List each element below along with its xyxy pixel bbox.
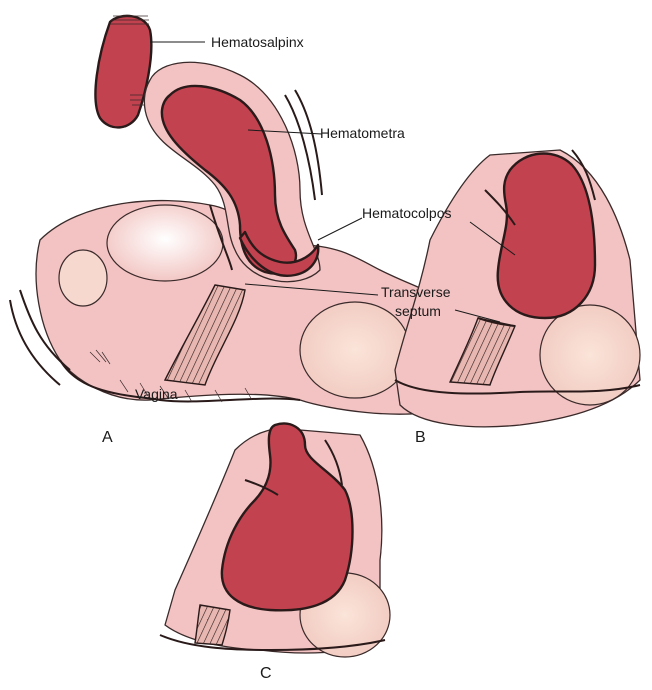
label-vagina: Vagina — [135, 386, 178, 402]
panel-label-a: A — [102, 429, 113, 446]
label-hematocolpos: Hematocolpos — [362, 205, 452, 221]
panel-a-bladder — [107, 205, 223, 281]
panel-c — [160, 424, 390, 657]
panel-b-hematocolpos — [498, 154, 595, 318]
leader-hematocolpos-a — [318, 218, 362, 240]
panel-a-pubic-bone — [59, 250, 107, 306]
label-transverse-septum-line1: Transverse — [381, 284, 451, 300]
label-hematometra: Hematometra — [320, 125, 405, 141]
panel-label-c: C — [260, 665, 272, 682]
label-transverse-septum-line2: septum — [395, 303, 441, 319]
panel-a-hematosalpinx — [95, 16, 151, 128]
panel-label-b: B — [415, 429, 426, 446]
panel-a-rectum — [300, 302, 410, 398]
panel-b-rectum — [540, 305, 640, 405]
label-hematosalpinx: Hematosalpinx — [211, 34, 304, 50]
